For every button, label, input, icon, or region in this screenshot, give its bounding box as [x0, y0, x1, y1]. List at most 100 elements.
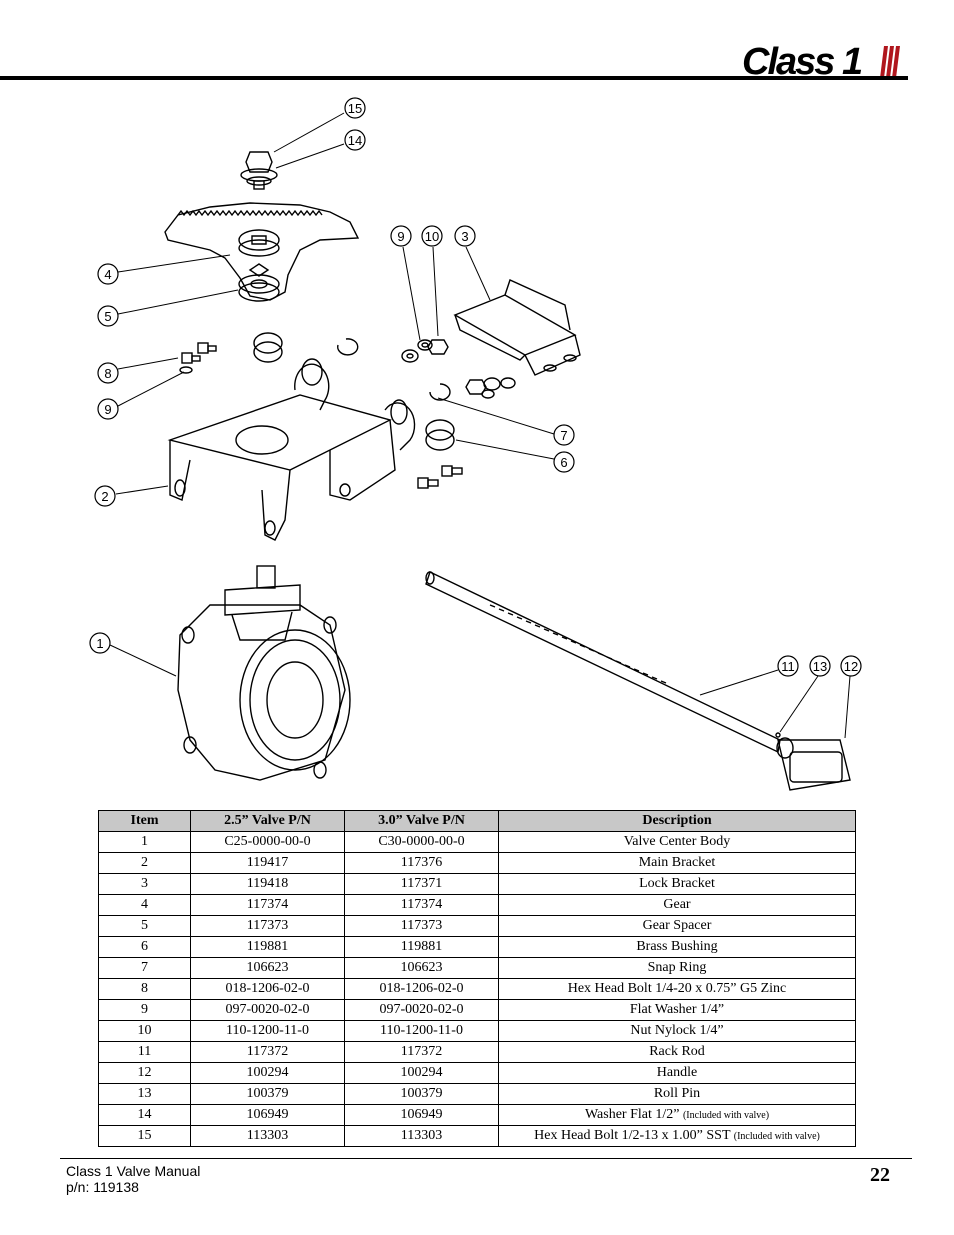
footer-info: Class 1 Valve Manual p/n: 119138	[66, 1163, 200, 1195]
item-cell: 7	[98, 957, 191, 979]
lock-bracket-part	[453, 279, 581, 376]
washers-nuts-right	[465, 377, 516, 399]
p25-cell: 117374	[190, 894, 345, 916]
p25-cell: 117372	[190, 1041, 345, 1063]
svg-text:3: 3	[461, 229, 468, 244]
description-text: Main Bracket	[638, 855, 716, 870]
p30-cell: 106949	[344, 1104, 499, 1126]
p30-cell: 117373	[344, 915, 499, 937]
svg-text:15: 15	[348, 101, 362, 116]
description-text: Lock Bracket	[639, 876, 715, 891]
item-cell: 9	[98, 999, 191, 1021]
parts-table: Item 2.5” Valve P/N 3.0” Valve P/N Descr…	[98, 810, 856, 1147]
header-item: Item	[98, 810, 191, 832]
p25-cell: 106949	[190, 1104, 345, 1126]
description-cell: Washer Flat 1/2” (Included with valve)	[498, 1104, 856, 1126]
p30-cell: 097-0020-02-0	[344, 999, 499, 1021]
callout-12: 12	[840, 655, 862, 677]
callout-2: 2	[94, 485, 116, 507]
description-cell: Flat Washer 1/4”	[498, 999, 856, 1021]
callout-5: 5	[97, 305, 119, 327]
callout-13: 13	[809, 655, 831, 677]
svg-text:7: 7	[560, 428, 567, 443]
snap-ring-right	[429, 383, 451, 401]
p30-cell: 113303	[344, 1125, 499, 1147]
description-cell: Rack Rod	[498, 1041, 856, 1063]
header-25-pn: 2.5” Valve P/N	[190, 810, 345, 832]
description-cell: Roll Pin	[498, 1083, 856, 1105]
callout-15: 15	[344, 97, 366, 119]
p25-cell: 100379	[190, 1083, 345, 1105]
p30-cell: 100379	[344, 1083, 499, 1105]
description-note: (Included with valve)	[733, 1131, 820, 1142]
description-cell: Hex Head Bolt 1/4-20 x 0.75” G5 Zinc	[498, 978, 856, 1000]
svg-text:12: 12	[844, 659, 858, 674]
callout-6: 6	[553, 451, 575, 473]
hex-bolt-part	[240, 151, 278, 190]
table-header-row: Item 2.5” Valve P/N 3.0” Valve P/N Descr…	[98, 810, 856, 832]
p25-cell: C25-0000-00-0	[190, 831, 345, 853]
callout-8: 8	[97, 362, 119, 384]
callout-7: 7	[553, 424, 575, 446]
description-note: (Included with valve)	[682, 1110, 770, 1121]
p25-cell: 110-1200-11-0	[190, 1020, 345, 1042]
callout-1: 1	[89, 632, 111, 654]
p25-cell: 106623	[190, 957, 345, 979]
handle-part	[776, 737, 851, 791]
header-rule	[0, 76, 908, 80]
description-cell: Gear Spacer	[498, 915, 856, 937]
item-cell: 2	[98, 852, 191, 874]
svg-text:5: 5	[104, 309, 111, 324]
p30-cell: 117374	[344, 894, 499, 916]
p30-cell: C30-0000-00-0	[344, 831, 499, 853]
item-cell: 11	[98, 1041, 191, 1063]
page-number: 22	[870, 1164, 890, 1186]
p25-cell: 100294	[190, 1062, 345, 1084]
description-cell: Hex Head Bolt 1/2-13 x 1.00” SST (Includ…	[498, 1125, 856, 1147]
item-cell: 10	[98, 1020, 191, 1042]
header-30-pn: 3.0” Valve P/N	[344, 810, 499, 832]
p25-cell: 097-0020-02-0	[190, 999, 345, 1021]
description-text: Flat Washer 1/4”	[629, 1002, 725, 1017]
description-text: Brass Bushing	[636, 939, 718, 954]
p25-cell: 117373	[190, 915, 345, 937]
logo-stripes-icon	[880, 46, 900, 78]
description-cell: Lock Bracket	[498, 873, 856, 895]
snap-ring-top	[337, 338, 359, 356]
description-cell: Main Bracket	[498, 852, 856, 874]
main-bracket-part	[167, 358, 416, 541]
gear-spacer-part	[238, 274, 280, 302]
description-text: Nut Nylock 1/4”	[630, 1023, 724, 1038]
description-cell: Snap Ring	[498, 957, 856, 979]
item-cell: 6	[98, 936, 191, 958]
bushing-top	[253, 332, 283, 363]
description-text: Roll Pin	[653, 1086, 701, 1101]
p25-cell: 119417	[190, 852, 345, 874]
description-text: Gear Spacer	[642, 918, 712, 933]
p30-cell: 117371	[344, 873, 499, 895]
p25-cell: 018-1206-02-0	[190, 978, 345, 1000]
svg-text:14: 14	[348, 133, 362, 148]
item-cell: 5	[98, 915, 191, 937]
description-cell: Handle	[498, 1062, 856, 1084]
item-cell: 15	[98, 1125, 191, 1147]
p25-cell: 113303	[190, 1125, 345, 1147]
callout-10: 10	[421, 225, 443, 247]
svg-text:13: 13	[813, 659, 827, 674]
svg-text:11: 11	[781, 659, 795, 674]
p30-cell: 119881	[344, 936, 499, 958]
item-cell: 12	[98, 1062, 191, 1084]
svg-text:8: 8	[104, 366, 111, 381]
description-text: Washer Flat 1/2”	[584, 1107, 680, 1122]
callout-3: 3	[454, 225, 476, 247]
p30-cell: 117372	[344, 1041, 499, 1063]
p25-cell: 119881	[190, 936, 345, 958]
